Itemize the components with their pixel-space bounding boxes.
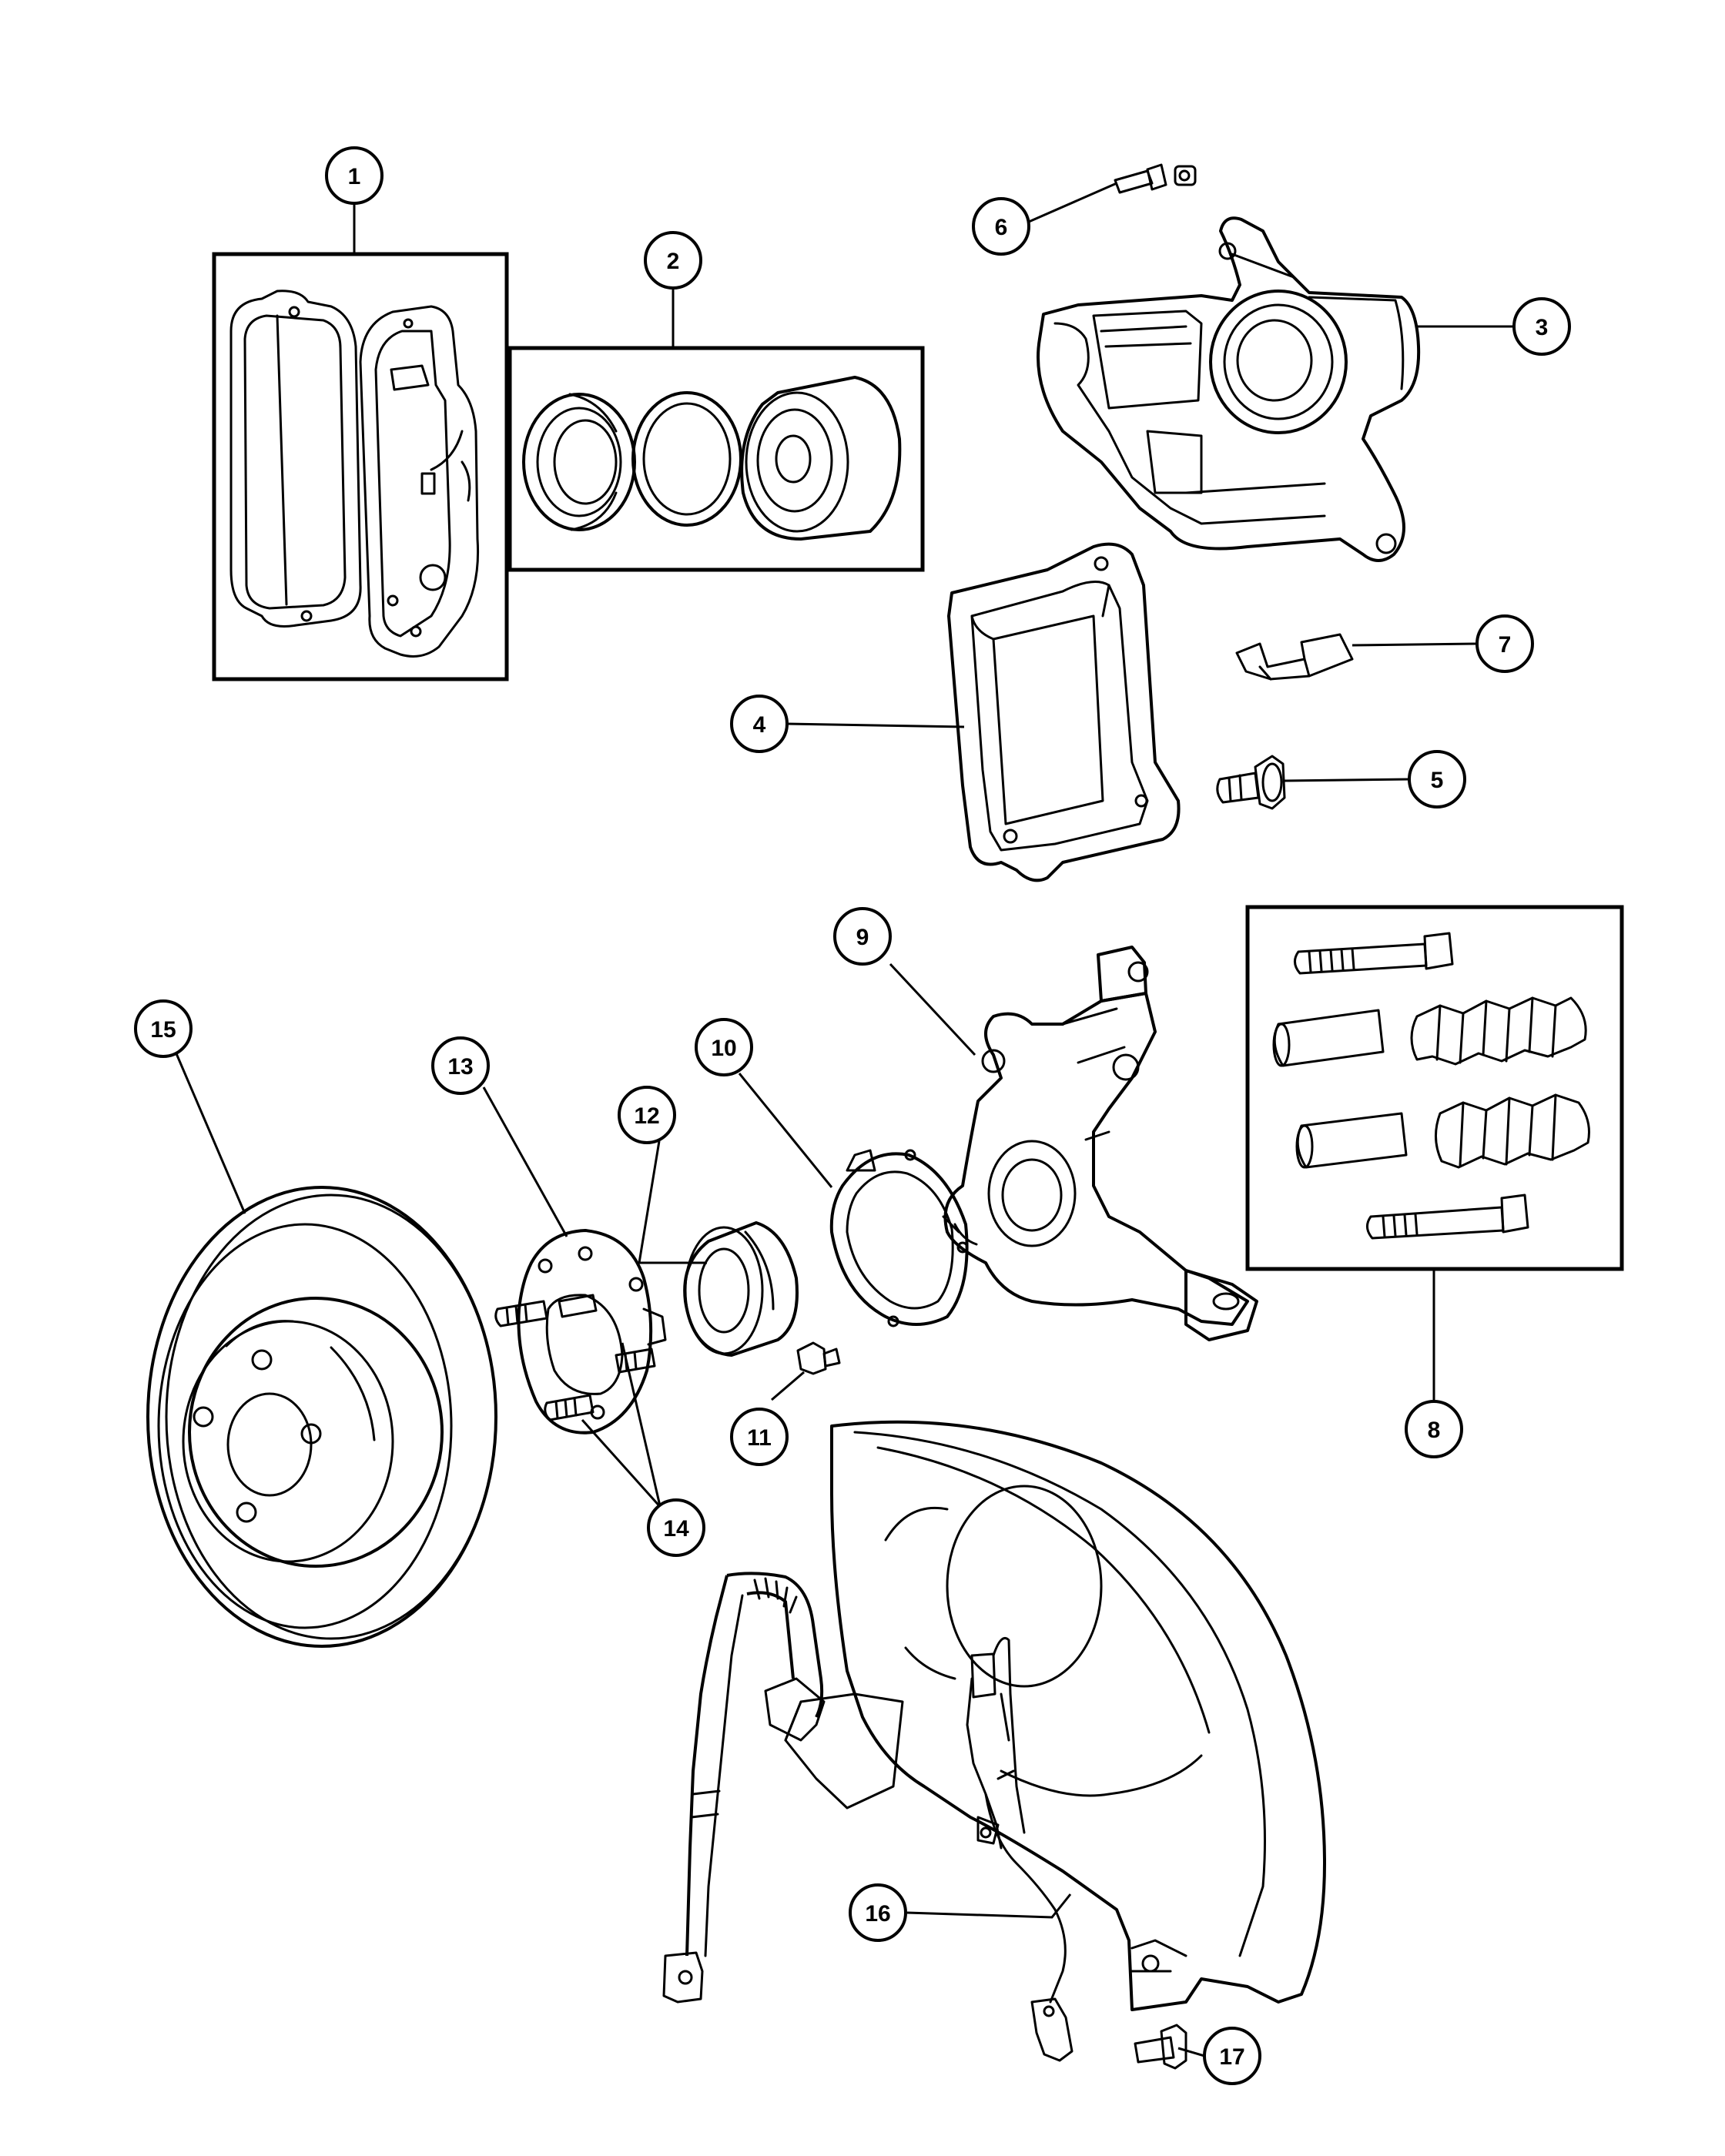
callout-9: 9 — [833, 907, 892, 966]
part-guide-pin-kit — [1245, 905, 1624, 1271]
callout-label: 5 — [1431, 768, 1444, 793]
callout-13: 13 — [431, 1036, 490, 1095]
callout-17: 17 — [1203, 2027, 1261, 2085]
part-caliper-seal-kit — [507, 346, 925, 572]
callout-6: 6 — [972, 197, 1030, 256]
callout-label: 4 — [753, 712, 766, 738]
callout-label: 3 — [1536, 315, 1549, 340]
part-anti-rattle-clip — [1235, 633, 1354, 681]
part-splash-shield — [784, 1420, 1326, 2011]
box-seal-kit — [507, 346, 925, 572]
part-adapter-bolt — [1216, 755, 1286, 810]
callout-label: 9 — [856, 925, 869, 950]
box-brake-pads — [212, 252, 509, 681]
callout-3: 3 — [1512, 297, 1571, 356]
callout-label: 2 — [667, 249, 680, 274]
part-sensor-bolt — [796, 1341, 841, 1375]
callout-1: 1 — [325, 146, 384, 205]
callout-16: 16 — [849, 1883, 907, 1942]
callout-label: 12 — [634, 1103, 659, 1129]
part-shield-bolt — [1134, 2024, 1187, 2070]
callout-15: 15 — [134, 999, 193, 1058]
callout-label: 14 — [663, 1516, 689, 1542]
part-caliper-adapter — [947, 542, 1181, 882]
part-brake-pads — [212, 252, 509, 681]
callout-label: 13 — [447, 1054, 473, 1080]
callout-label: 10 — [711, 1036, 736, 1061]
callout-label: 8 — [1428, 1418, 1441, 1443]
part-hub — [517, 1229, 667, 1435]
callout-11: 11 — [730, 1408, 789, 1466]
callout-label: 11 — [747, 1425, 772, 1451]
part-wheel-bearing — [683, 1221, 799, 1357]
part-wheel-studs — [494, 1294, 656, 1421]
callout-4: 4 — [730, 695, 789, 753]
part-brake-rotor — [146, 1186, 497, 1648]
callout-12: 12 — [618, 1086, 676, 1144]
leader-lines — [174, 182, 1514, 2057]
part-bleeder-screw — [1114, 163, 1197, 194]
callout-label: 6 — [995, 215, 1008, 240]
part-tone-ring — [829, 1149, 969, 1327]
part-steering-knuckle — [942, 946, 1258, 1341]
callout-8: 8 — [1405, 1400, 1463, 1458]
callout-label: 1 — [348, 164, 361, 189]
callout-label: 7 — [1499, 632, 1512, 658]
callout-label: 15 — [150, 1017, 176, 1043]
part-wheel-speed-sensor — [966, 1637, 1074, 2062]
callout-10: 10 — [695, 1018, 753, 1076]
box-guide-pin-kit — [1245, 905, 1624, 1271]
callout-7: 7 — [1475, 614, 1534, 673]
callout-label: 17 — [1219, 2044, 1244, 2070]
part-caliper — [1037, 216, 1421, 562]
callout-5: 5 — [1408, 750, 1466, 808]
part-brake-hose — [662, 1572, 826, 2004]
callout-2: 2 — [644, 231, 702, 290]
callout-label: 16 — [865, 1901, 890, 1927]
callout-14: 14 — [647, 1498, 705, 1557]
